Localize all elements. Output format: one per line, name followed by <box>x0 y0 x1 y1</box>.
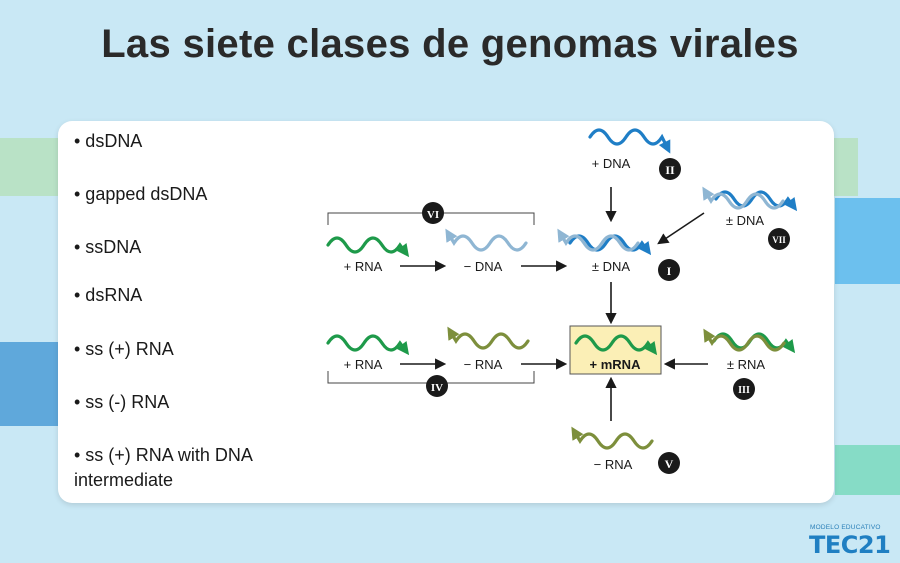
strand-pm-dna-center-b <box>557 228 640 252</box>
list-item: • gapped dsDNA <box>74 184 208 204</box>
class-label-i: I <box>667 264 672 278</box>
bg-band-teal-right <box>835 445 900 495</box>
strand-plus-dna <box>588 128 671 154</box>
label-plus-dna: + DNA <box>592 156 631 171</box>
class-badge-iii <box>733 378 755 400</box>
content-card: • dsDNA • gapped dsDNA • ssDNA • dsRNA •… <box>58 121 834 503</box>
page-title: Las siete clases de genomas virales <box>101 22 799 66</box>
list-item: • ss (+) RNA with DNA intermediate <box>74 445 253 490</box>
label-pm-dna-center: ± DNA <box>592 259 631 274</box>
baltimore-diagram: + DNA + RNA − DNA ± DNA ± DNA + RNA − RN… <box>326 128 798 474</box>
class-badge-iv <box>426 375 448 397</box>
label-minus-rna-bottom: − RNA <box>594 457 633 472</box>
strand-pm-rna-b <box>703 328 786 352</box>
class-label-ii: II <box>665 163 675 177</box>
label-plus-rna-top: + RNA <box>344 259 383 274</box>
list-item: • dsRNA <box>74 285 143 305</box>
bg-band-blue-right <box>835 198 900 284</box>
label-minus-dna: − DNA <box>464 259 503 274</box>
label-minus-rna-mid: − RNA <box>464 357 503 372</box>
logo-tagline: MODELO EDUCATIVO <box>810 524 881 531</box>
class-label-iv: IV <box>431 382 443 394</box>
class-label-iii: III <box>738 385 750 396</box>
strand-pm-dna-side-b <box>702 186 785 210</box>
strand-plus-rna-top <box>326 236 410 258</box>
label-mrna: + mRNA <box>590 357 642 372</box>
class-label-vii: VII <box>772 235 786 245</box>
strand-minus-rna-mid <box>447 326 530 350</box>
strand-mrna <box>574 334 658 356</box>
class-badge-ii <box>659 158 681 180</box>
label-plus-rna-bottom: + RNA <box>344 357 383 372</box>
bg-band-blue-left <box>0 342 60 426</box>
strand-minus-dna <box>445 228 528 252</box>
class-label-vi: VI <box>427 209 439 221</box>
class-label-v: V <box>665 457 674 471</box>
list-item: • dsDNA <box>74 131 143 151</box>
class-badge-vi <box>422 202 444 224</box>
logo-brand: TEC21 <box>809 531 891 559</box>
tec21-logo: MODELO EDUCATIVO TEC21 <box>808 524 891 559</box>
class-badge-vii <box>768 228 790 250</box>
class-badge-v <box>658 452 680 474</box>
class-badge-i <box>658 259 680 281</box>
list-item: • ss (+) RNA <box>74 339 174 359</box>
strand-minus-rna-bottom <box>571 426 654 450</box>
list-item: • ssDNA <box>74 237 142 257</box>
label-pm-dna-side: ± DNA <box>726 213 765 228</box>
arrow-pm-dna-side-to-center <box>657 212 705 245</box>
list-item: • ss (-) RNA <box>74 392 170 412</box>
strand-plus-rna-bottom <box>326 334 410 356</box>
label-pm-rna: ± RNA <box>727 357 766 372</box>
